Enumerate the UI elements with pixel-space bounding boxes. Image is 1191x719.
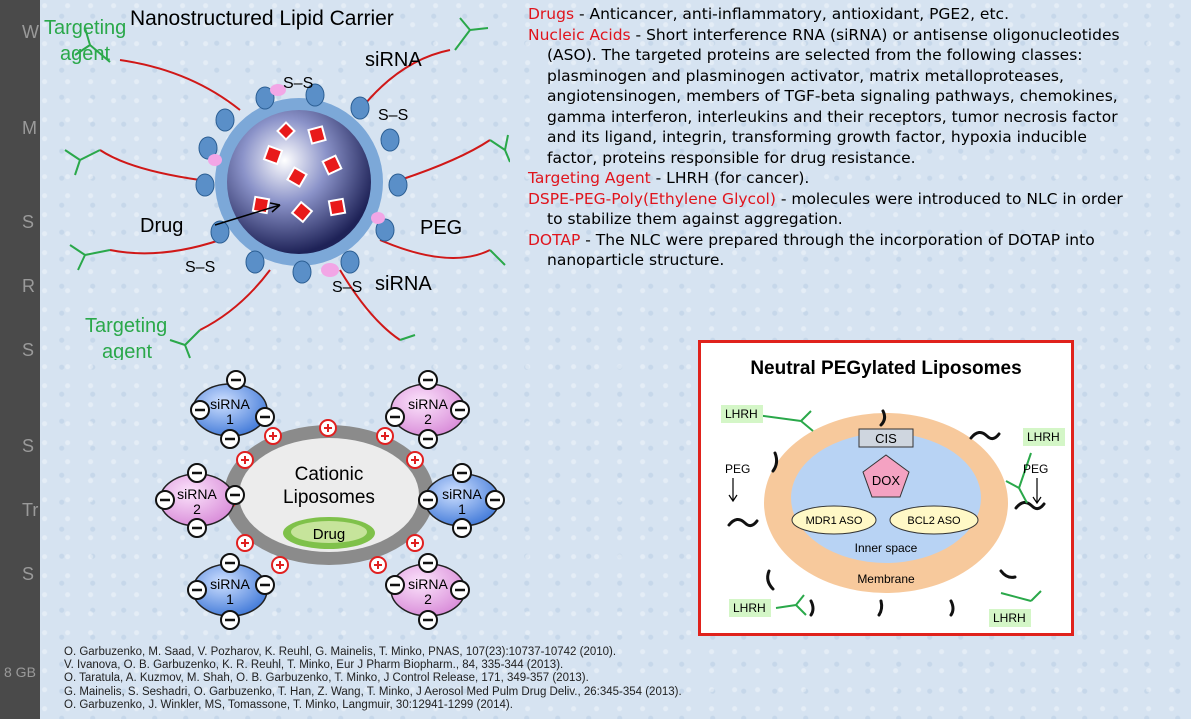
reference: O. Garbuzenko, M. Saad, V. Pozharov, K. … [64,646,617,658]
sirna-label: siRNA [210,396,250,412]
cis-label: CIS [875,431,897,446]
sidebar-item: 8 GB [4,664,36,680]
lhrh-label: LHRH [1027,430,1060,444]
sidebar-item[interactable]: W [22,22,39,42]
dotap-val: - The NLC were prepared through the inco… [580,230,1095,249]
nucleic-line: angiotensinogen, members of TGF-beta sig… [547,87,1118,105]
targeting-label: agent [60,43,110,65]
reference: V. Ivanova, O. B. Garbuzenko, K. R. Reuh… [64,659,564,672]
targeting-label: Targeting [85,315,167,337]
targeting-key: Targeting Agent [528,169,651,187]
ss-label: S–S [283,75,313,92]
sirna-number: 2 [424,411,432,427]
sidebar-item[interactable]: S [22,564,35,584]
slide: Targeting agent Nanostructured Lipid Car… [40,0,1191,719]
sirna-number: 1 [226,411,234,427]
nucleic-line: gamma interferon, interleukins and their… [547,107,1118,126]
nucleic-line: factor, proteins responsible for drug re… [547,148,916,167]
sirna-label: siRNA [210,576,250,592]
sidebar-item[interactable]: M [22,118,37,138]
lhrh-label: LHRH [993,611,1026,625]
peg-label: PEG [1023,462,1048,476]
cationic-diagram: Cationic Liposomes Drug siRNA 1 siRNA 2 … [155,370,505,630]
nucleic-val: - Short interference RNA (siRNA) or anti… [630,25,1120,44]
dox-label: DOX [872,473,901,488]
bcl2-label: BCL2 ASO [907,515,961,527]
lhrh-label: LHRH [733,601,766,615]
dspe-line: to stabilize them against aggregation. [547,210,843,228]
peg-label: PEG [420,217,462,239]
nucleic-line: plasminogen and plasminogen activator, m… [547,66,1064,85]
sirna-label: siRNA [408,396,448,412]
sidebar-item[interactable]: S [22,340,35,360]
sidebar-item[interactable]: R [22,276,35,296]
inner-label: Inner space [855,541,918,555]
ss-label: S–S [332,279,362,296]
sirna-number: 2 [424,591,432,607]
sirna-number: 1 [226,591,234,607]
reference: G. Mainelis, S. Seshadri, O. Garbuzenko,… [64,685,682,698]
targeting-label: agent [102,341,152,360]
targeting-val: - LHRH (for cancer). [650,169,810,187]
nlc-title: Nanostructured Lipid Carrier [130,7,394,30]
references: O. Garbuzenko, M. Saad, V. Pozharov, K. … [64,646,682,712]
sirna-label: siRNA [365,49,422,71]
sidebar-item[interactable]: S [22,212,35,232]
dotap-line: nanoparticle structure. [547,251,725,269]
cationic-label: Cationic [295,464,364,485]
sirna-number: 1 [458,501,466,517]
neutral-title: Neutral PEGylated Liposomes [750,358,1021,379]
nucleic-line: (ASO). The targeted proteins are selecte… [547,46,1083,64]
nucleic-key: Nucleic Acids [528,25,631,44]
lhrh-label: LHRH [725,407,758,421]
nlc-diagram: Targeting agent Nanostructured Lipid Car… [44,7,510,360]
targeting-label: Targeting [44,17,126,39]
dotap-key: DOTAP [528,230,581,249]
sidebar-item[interactable]: S [22,436,35,456]
sidebar-item[interactable]: Tr [22,500,39,520]
dspe-key: DSPE-PEG-Poly(Ethylene Glycol) [528,189,776,208]
sirna-label: siRNA [408,576,448,592]
membrane-label: Membrane [857,572,915,586]
ss-label: S–S [378,107,408,124]
mdr1-label: MDR1 ASO [806,515,863,527]
description: Drugs - Anticancer, anti-inflammatory, a… [528,4,1191,271]
cationic-label: Liposomes [283,487,375,508]
reference: O. Garbuzenko, J. Winkler, MS, Tomassone… [64,698,513,711]
sidebar: W M S R S S Tr S 8 GB [0,0,40,719]
drugs-val: - Anticancer, anti-inflammatory, antioxi… [574,5,1009,23]
sirna-label: siRNA [442,486,482,502]
sirna-label: siRNA [177,486,217,502]
peg-label: PEG [725,462,750,476]
drug-label: Drug [313,526,346,543]
reference: O. Taratula, A. Kuzmov, M. Shah, O. B. G… [64,672,589,685]
dspe-val: - molecules were introduced to NLC in or… [775,189,1123,208]
ss-label: S–S [185,259,215,276]
drug-label: Drug [140,215,183,237]
sirna-label: siRNA [375,273,432,295]
neutral-liposome-panel: Neutral PEGylated Liposomes CIS DOX MDR1… [698,340,1074,636]
drugs-key: Drugs [528,5,575,23]
sirna-number: 2 [193,501,201,517]
nucleic-line: and its ligand, integrin, transforming g… [547,128,1087,146]
